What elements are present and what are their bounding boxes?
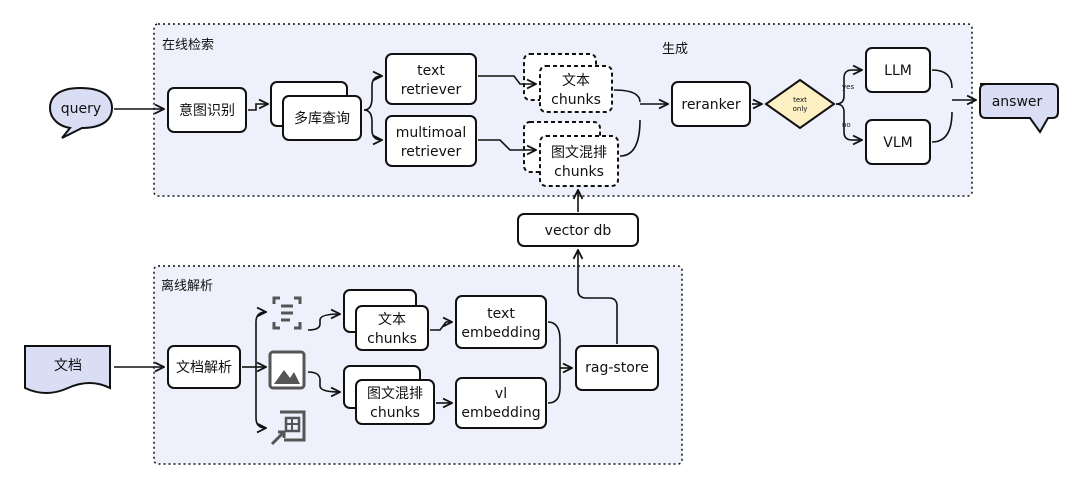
- llm-box: [865, 47, 931, 93]
- document-label: 文档: [54, 358, 82, 374]
- text-embedding-line2: embedding: [461, 325, 540, 341]
- text-scan-icon: [272, 296, 302, 330]
- text-only-decision: [764, 78, 836, 130]
- offline-mixed-chunks-box: [355, 379, 435, 425]
- vlm-box: [865, 119, 931, 165]
- layout-icon: [270, 410, 306, 446]
- reranker-label: reranker: [681, 97, 740, 113]
- generation-title: 生成: [662, 42, 688, 57]
- offline-text-chunks-line1: 文本: [378, 312, 406, 328]
- multimodal-retriever-box: [385, 115, 477, 167]
- multi-query-label: 多库查询: [294, 110, 350, 127]
- online-text-chunks-line1: 文本: [562, 73, 590, 89]
- rag-store-box: [575, 345, 659, 391]
- decision-line2: only: [793, 105, 808, 113]
- online-text-chunks-line2: chunks: [551, 92, 601, 108]
- online-mixed-chunks-box: [539, 135, 619, 187]
- multi-query-box: [282, 95, 362, 141]
- no-label: no: [842, 121, 851, 129]
- text-embedding-box: [455, 295, 547, 349]
- image-icon: [268, 350, 306, 390]
- answer-node: answer: [979, 83, 1059, 134]
- multimodal-retriever-line2: retriever: [401, 144, 462, 160]
- offline-mixed-chunks-line2: chunks: [370, 405, 420, 421]
- reranker-box: [671, 81, 751, 127]
- rag-store-label: rag-store: [585, 360, 649, 376]
- multimodal-retriever-line1: multimoal: [396, 125, 466, 141]
- text-retriever-box: [385, 53, 477, 105]
- online-text-chunks-box: [539, 65, 613, 113]
- offline-parsing-region: [153, 265, 683, 465]
- llm-label: LLM: [884, 63, 912, 79]
- vl-embedding-box: [455, 377, 547, 429]
- text-retriever-line2: retriever: [401, 82, 462, 98]
- online-mixed-chunks-line1: 图文混排: [551, 145, 607, 161]
- decision-line1: text: [793, 96, 807, 104]
- doc-parse-box: [167, 345, 241, 389]
- online-retrieval-title: 在线检索: [162, 38, 214, 53]
- vector-db-box: [517, 213, 639, 247]
- vector-db-label: vector db: [545, 223, 612, 239]
- query-label: query: [61, 101, 101, 117]
- yes-label: yes: [842, 83, 854, 91]
- offline-mixed-chunks-line1: 图文混排: [367, 386, 423, 402]
- text-embedding-line1: text: [487, 306, 515, 322]
- vl-embedding-line1: vl: [495, 386, 507, 402]
- document-node: 文档: [24, 345, 111, 394]
- vlm-label: VLM: [883, 135, 912, 151]
- answer-label: answer: [992, 94, 1043, 110]
- intent-box: [167, 87, 247, 133]
- vl-embedding-line2: embedding: [461, 405, 540, 421]
- connectors: [114, 70, 976, 428]
- query-node: query: [48, 86, 114, 139]
- intent-label: 意图识别: [179, 102, 235, 119]
- offline-parsing-title: 离线解析: [161, 278, 213, 294]
- offline-text-chunks-box: [355, 305, 429, 351]
- online-mixed-chunks-line2: chunks: [554, 164, 604, 180]
- text-retriever-line1: text: [417, 63, 445, 79]
- offline-text-chunks-line2: chunks: [367, 331, 417, 347]
- doc-parse-label: 文档解析: [176, 360, 232, 376]
